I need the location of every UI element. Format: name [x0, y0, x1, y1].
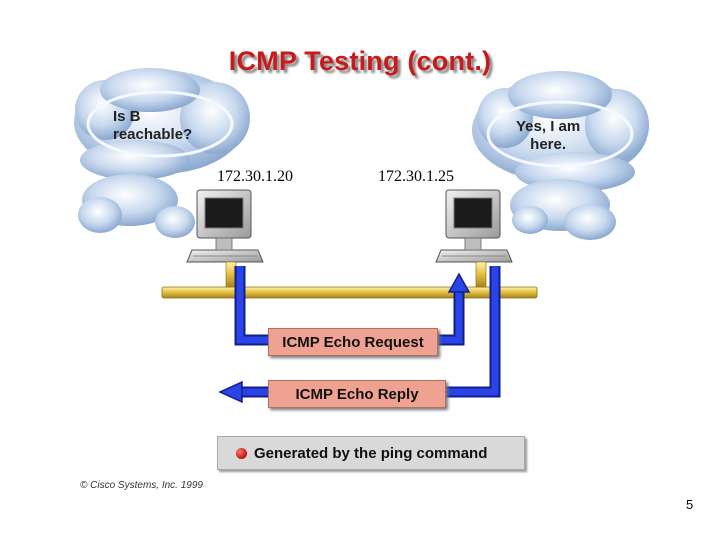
page-number: 5 — [686, 497, 694, 512]
slide-title-wrap: ICMP Testing (cont.) — [0, 46, 720, 77]
right-cloud-line-2: here. — [530, 136, 567, 153]
host-b-computer-icon — [435, 189, 513, 288]
copyright-text: © Cisco Systems, Inc. 1999 — [80, 480, 203, 491]
right-cloud-text: Yes, I am here. — [516, 118, 580, 154]
network-backbone — [161, 286, 538, 299]
host-a-ip-label: 172.30.1.20 — [217, 168, 293, 185]
host-b-ip-label: 172.30.1.25 — [378, 168, 454, 185]
left-cloud-line-2: reachable? — [113, 126, 193, 143]
left-cloud-line-1: Is B — [113, 108, 141, 125]
left-thought-cloud — [74, 68, 250, 238]
echo-reply-label: ICMP Echo Reply — [268, 380, 446, 408]
bullet-icon — [236, 447, 247, 459]
ping-note-box: Generated by the ping command — [217, 436, 525, 470]
left-cloud-text: Is B reachable? — [113, 108, 192, 144]
slide-title: ICMP Testing (cont.) — [228, 46, 492, 76]
host-a-computer-icon — [186, 189, 264, 288]
right-thought-cloud — [472, 71, 649, 240]
echo-request-label: ICMP Echo Request — [268, 328, 438, 356]
ping-note-text: Generated by the ping command — [254, 444, 488, 462]
right-cloud-line-1: Yes, I am — [516, 118, 581, 135]
